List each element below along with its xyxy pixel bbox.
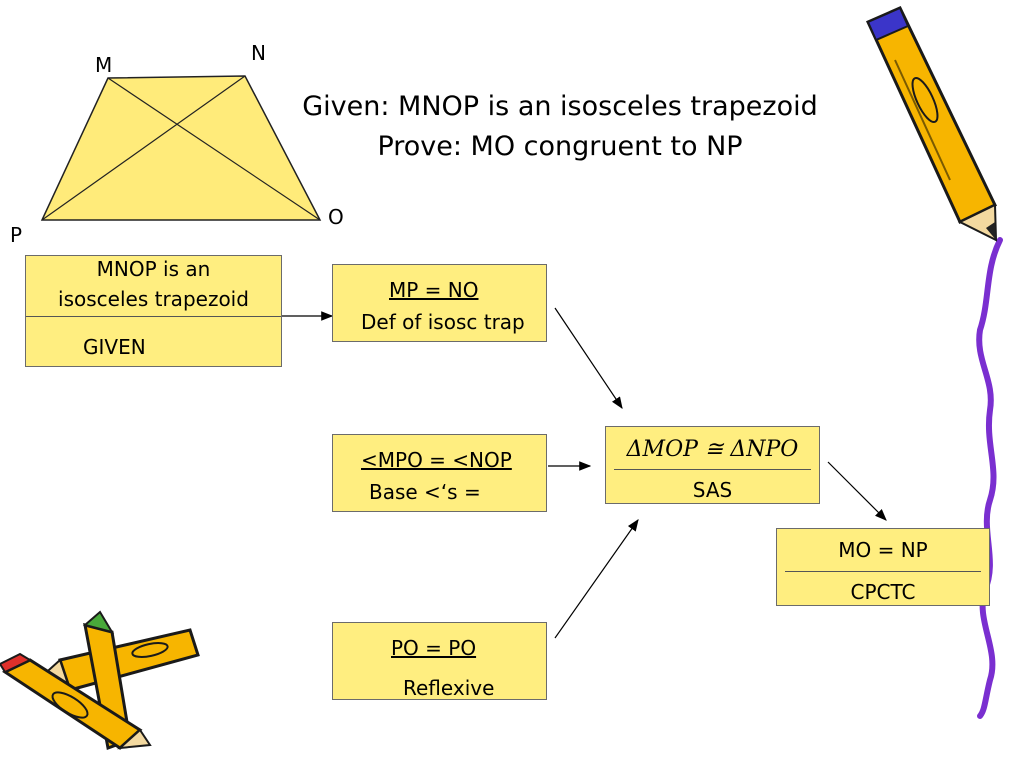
diagonal-np xyxy=(41,75,246,221)
angles-box: <MPO = <NOP Base <‘s = xyxy=(332,434,547,512)
given-heading: Given: MNOP is an isosceles trapezoid xyxy=(302,91,818,122)
triangles-divider xyxy=(614,469,811,470)
given-box: MNOP is an isosceles trapezoid GIVEN xyxy=(25,255,282,367)
angles-statement: <MPO = <NOP xyxy=(361,448,512,472)
triangles-statement: ΔMOP ≅ ΔNPO xyxy=(626,437,799,462)
sides-box: MP = NO Def of isosc trap xyxy=(332,264,547,342)
diagonal-mo xyxy=(107,77,321,221)
conclusion-reason: CPCTC xyxy=(850,580,916,604)
given-statement-line2: isosceles trapezoid xyxy=(58,287,249,311)
pencils-icon xyxy=(0,610,200,751)
conclusion-statement: MO = NP xyxy=(838,538,928,562)
vertex-label-p: P xyxy=(10,223,23,247)
given-statement-line1: MNOP is an xyxy=(96,257,211,281)
conclusion-divider xyxy=(785,571,981,572)
reflexive-box: PO = PO Reflexive xyxy=(332,622,547,700)
reflexive-reason: Reflexive xyxy=(403,676,495,700)
reflexive-statement: PO = PO xyxy=(391,636,477,660)
squiggle-line xyxy=(976,237,1003,719)
triangles-box: ΔMOP ≅ ΔNPO SAS xyxy=(605,426,820,504)
given-divider xyxy=(26,316,281,317)
conclusion-box: MO = NP CPCTC xyxy=(776,528,990,606)
vertex-label-m: M xyxy=(95,53,113,77)
prove-heading: Prove: MO congruent to NP xyxy=(377,131,743,162)
vertex-label-o: O xyxy=(328,205,344,229)
pencil-icon xyxy=(865,6,998,242)
sides-statement: MP = NO xyxy=(389,278,479,302)
arrow-sides-to-triangles xyxy=(554,307,623,409)
arrow-triangles-to-conclusion xyxy=(827,461,887,521)
given-reason: GIVEN xyxy=(83,335,146,359)
triangles-reason: SAS xyxy=(692,478,733,502)
angles-reason: Base <‘s = xyxy=(369,480,481,504)
sides-reason: Def of isosc trap xyxy=(361,310,525,334)
arrow-reflexive-to-triangles xyxy=(554,519,639,639)
vertex-label-n: N xyxy=(251,41,266,65)
